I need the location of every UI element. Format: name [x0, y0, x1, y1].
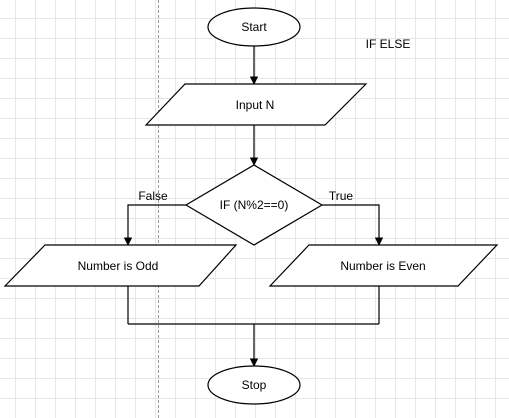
input-parallelogram [144, 83, 368, 126]
edge-decision-false [123, 204, 186, 246]
input-label: Input N [236, 98, 275, 112]
odd-label: Number is Odd [78, 259, 159, 273]
start-label: Start [241, 20, 267, 34]
stop-terminator [207, 365, 301, 405]
odd-node[interactable]: Number is Odd [3, 244, 238, 287]
input-node[interactable]: Input N [144, 83, 368, 126]
stop-node[interactable]: Stop [207, 365, 301, 405]
diagram-title: IF ELSE [366, 37, 411, 51]
even-parallelogram [268, 244, 499, 287]
decision-label: IF (N%2==0) [220, 198, 289, 212]
edge-false-label: False [138, 189, 168, 203]
decision-node[interactable]: IF (N%2==0) [184, 164, 324, 246]
odd-parallelogram [3, 244, 238, 287]
start-node[interactable]: Start [207, 7, 301, 47]
decision-diamond [184, 164, 324, 246]
edge-decision-true [322, 204, 384, 246]
page-guide-line [158, 0, 159, 418]
even-node[interactable]: Number is Even [268, 244, 499, 287]
even-label: Number is Even [340, 259, 425, 273]
stop-label: Stop [242, 378, 267, 392]
edge-true-label: True [329, 189, 354, 203]
